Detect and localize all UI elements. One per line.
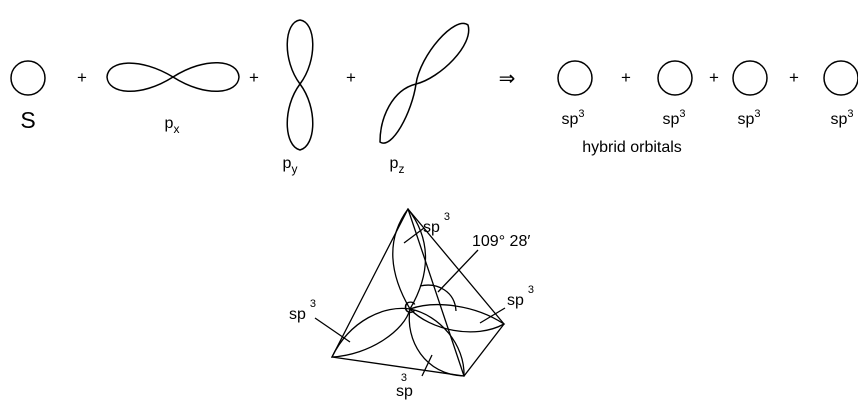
hybrid-orbital-4-label: sp3 (830, 108, 853, 128)
sp3-bottom-label: sp3 (396, 372, 413, 400)
plus-sign-5: + (709, 68, 719, 87)
hybrid-orbital-3-circle (732, 60, 768, 96)
carbon-center-label: C (404, 298, 416, 317)
bond-angle-arc (419, 284, 457, 312)
tetrahedron-diagram (314, 207, 506, 377)
bond-angle-leader (437, 249, 479, 293)
plus-sign-3: + (346, 68, 356, 87)
hybrid-orbital-2-circle (657, 60, 693, 96)
plus-sign-2: + (249, 68, 259, 87)
pz-orbital-lobes (379, 22, 470, 144)
py-orbital-label: py (283, 155, 298, 176)
sp3-top-label: sp3 (423, 211, 450, 236)
sp3-bottom-leader (421, 354, 433, 377)
tetrahedron-edge-top-bottom (407, 208, 465, 377)
hybrid-orbital-3-label: sp3 (737, 108, 760, 128)
py-orbital-lobes (286, 19, 314, 151)
px-orbital-label: px (165, 115, 180, 136)
sp3-lobe-left (330, 307, 411, 358)
bond-angle-label: 109° 28′ (472, 233, 530, 250)
sp3-top-leader (403, 227, 425, 244)
sp3-left-leader (314, 317, 351, 343)
hybrid-orbital-1-label: sp3 (561, 108, 584, 128)
hybrid-orbital-2-label: sp3 (662, 108, 685, 128)
plus-sign-4: + (621, 68, 631, 87)
sp3-left-label: sp3 (289, 298, 316, 323)
hybrid-orbital-4-circle (823, 60, 858, 96)
pz-orbital-label: pz (390, 155, 405, 176)
s-orbital-circle (10, 60, 46, 96)
px-orbital-lobes (106, 62, 240, 92)
sp3-right-leader (479, 307, 506, 324)
plus-sign-1: + (77, 68, 87, 87)
sp3-lobe-right (408, 304, 506, 333)
hybrid-orbital-1-circle (557, 60, 593, 96)
yields-arrow: ⇒ (499, 68, 516, 90)
plus-sign-6: + (789, 68, 799, 87)
sp3-right-label: sp3 (507, 284, 534, 309)
sp3-lobe-bottom (408, 308, 465, 377)
s-orbital-label: S (20, 107, 35, 133)
hybrid-orbitals-caption: hybrid orbitals (582, 139, 682, 156)
